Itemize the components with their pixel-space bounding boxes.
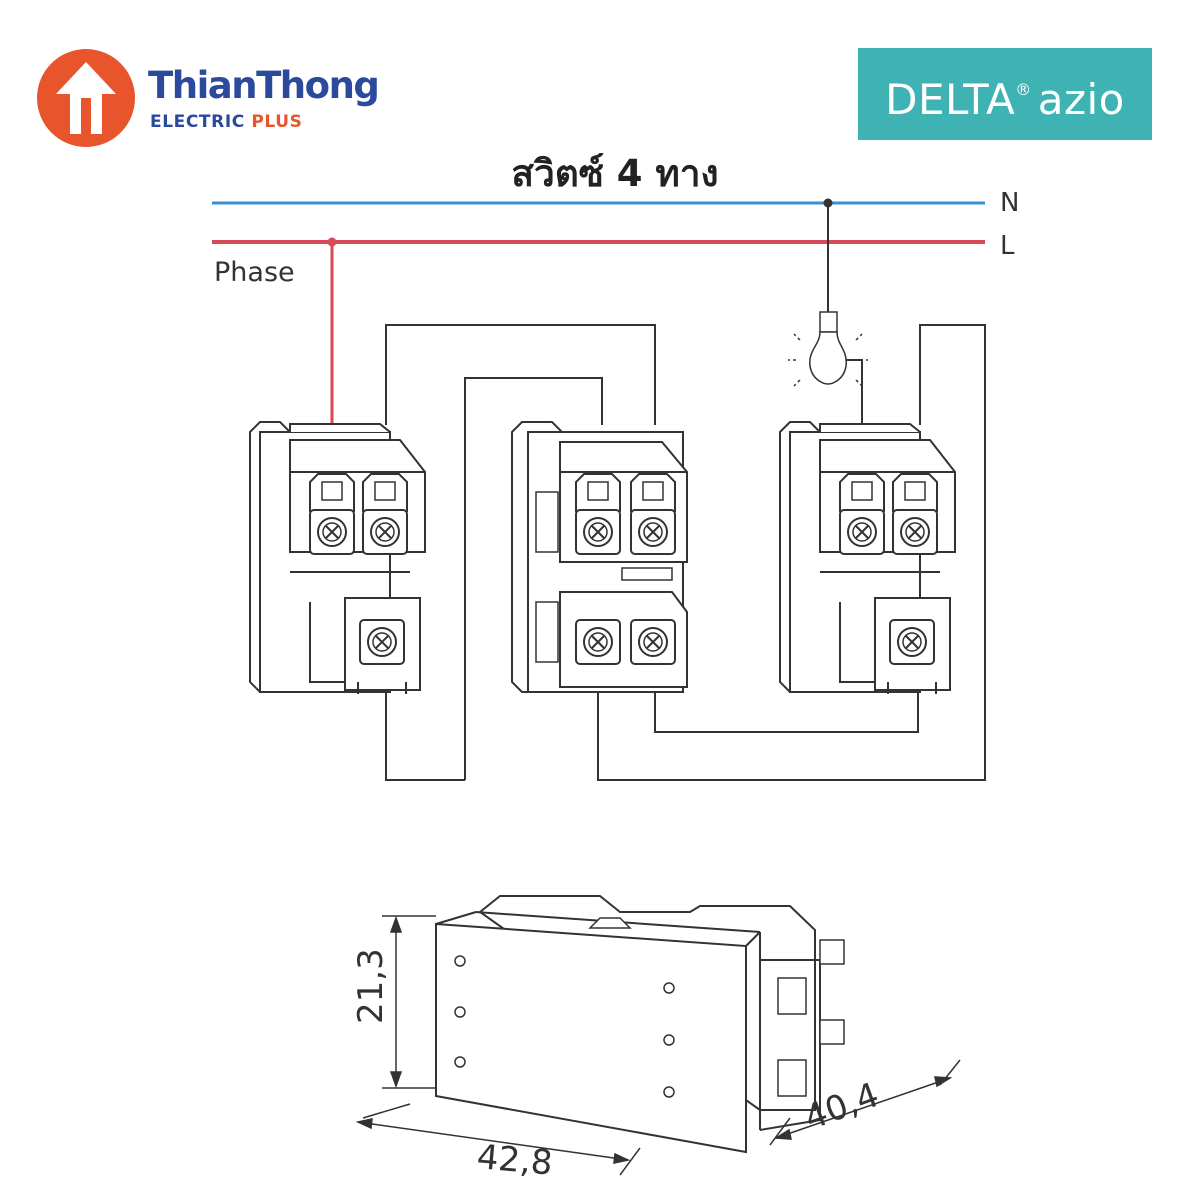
live-label: L <box>1000 231 1015 261</box>
switch-left-2way <box>250 422 425 694</box>
brand-tagline-plus: PLUS <box>251 112 303 132</box>
badge-series: azio <box>1037 75 1125 124</box>
diagram-title: สวิตซ์ 4 ทาง <box>511 152 719 195</box>
brand-tagline: ELECTRIC PLUS <box>150 112 303 132</box>
dimension-height: 21,3 <box>351 948 391 1024</box>
switch-module-drawing <box>435 895 845 1154</box>
brand-name: ThianThong <box>148 64 380 107</box>
brand-tagline-electric: ELECTRIC <box>150 112 245 132</box>
dimension-width: 42,8 <box>475 1137 554 1183</box>
badge-brand: DELTA <box>885 75 1016 124</box>
phase-junction <box>327 237 337 247</box>
badge-reg: ® <box>1015 80 1032 99</box>
lamp-icon <box>788 311 868 387</box>
neutral-label: N <box>1000 188 1019 218</box>
thianthong-logo: ThianThong ELECTRIC PLUS <box>36 48 416 148</box>
dimension-lines <box>355 915 961 1176</box>
switch-right-2way <box>780 422 955 694</box>
switch-wires <box>385 205 986 781</box>
phase-label: Phase <box>214 257 295 288</box>
house-arrow-icon <box>37 49 135 147</box>
neutral-junction <box>823 198 833 208</box>
power-lines: N L Phase <box>212 188 1019 288</box>
delta-azio-badge: DELTA® azio <box>858 48 1152 140</box>
switch-middle-4way <box>512 422 687 692</box>
